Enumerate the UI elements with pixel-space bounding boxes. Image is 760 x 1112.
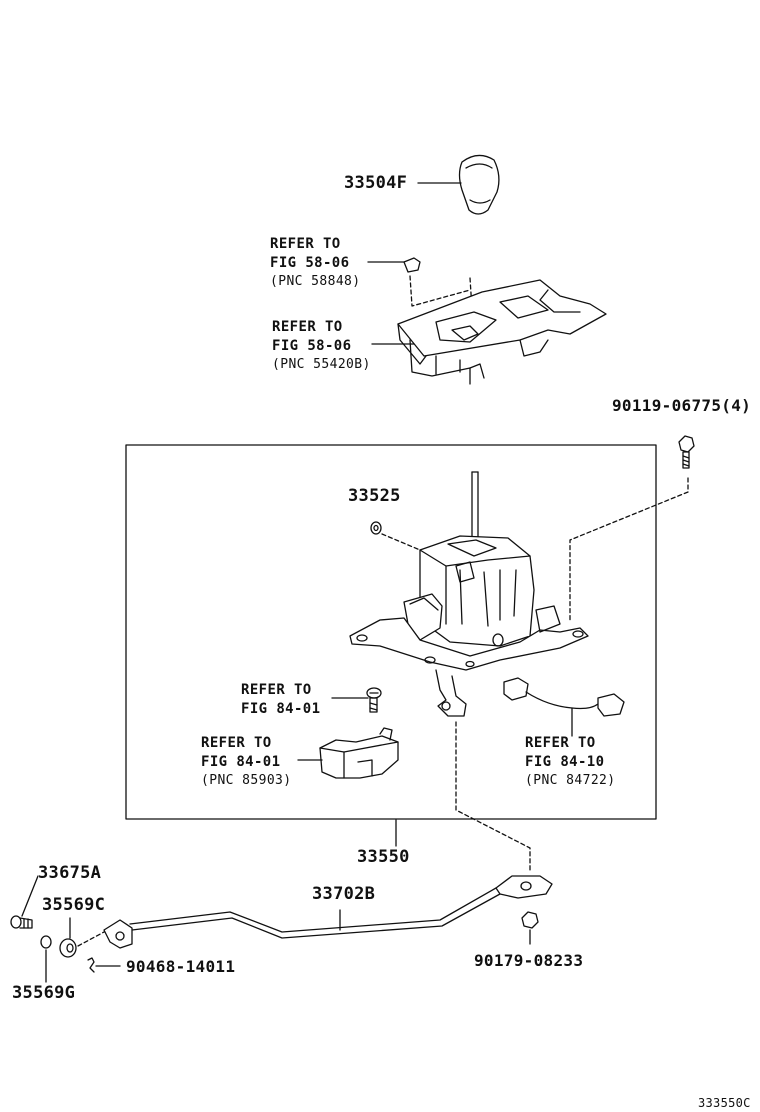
ref-screw-line1: REFER TO xyxy=(241,682,312,698)
ref-ecu-line3: (PNC 85903) xyxy=(201,773,292,788)
part-label-33504f: 33504F xyxy=(344,173,408,193)
ref-wire-line3: (PNC 84722) xyxy=(525,773,616,788)
figure-id: 333550C xyxy=(698,1096,751,1110)
bushing-35569c-drawing xyxy=(59,917,105,958)
ref-ecu-line1: REFER TO xyxy=(201,735,272,751)
bolt-33675a-drawing xyxy=(10,875,39,929)
part-label-33525: 33525 xyxy=(348,486,401,506)
nut-90179-drawing xyxy=(521,911,539,945)
ref-ecu-line2: FIG 84-01 xyxy=(201,754,281,770)
ref-panel-cap-line2: FIG 58-06 xyxy=(270,255,350,271)
assembly-frame xyxy=(125,444,657,820)
ref-wire-line1: REFER TO xyxy=(525,735,596,751)
rod-33702b-drawing xyxy=(103,875,553,949)
part-label-90119: 90119-06775(4) xyxy=(612,396,752,415)
part-label-33550: 33550 xyxy=(357,847,410,867)
pin-90468-drawing xyxy=(87,957,121,973)
ref-screw: REFER TO FIG 84-01 xyxy=(241,683,320,721)
ref-wire: REFER TO FIG 84-10 (PNC 84722) xyxy=(525,736,616,792)
part-label-90468: 90468-14011 xyxy=(126,957,236,976)
part-label-35569c: 35569C xyxy=(42,895,106,915)
shift-lever-drawing xyxy=(349,471,589,873)
ref-console-panel-line2: FIG 58-06 xyxy=(272,338,352,354)
part-label-35569g: 35569G xyxy=(12,983,76,1003)
part-label-90179: 90179-08233 xyxy=(474,951,584,970)
screw-drawing xyxy=(331,687,382,713)
ref-panel-cap-line1: REFER TO xyxy=(270,236,341,252)
wire-harness-drawing xyxy=(503,677,625,737)
ecu-drawing xyxy=(297,727,399,779)
shift-knob-drawing xyxy=(417,154,500,215)
console-panel-drawing xyxy=(371,279,607,385)
part-label-33702b: 33702B xyxy=(312,884,376,904)
bushing-35569g-drawing xyxy=(40,935,52,983)
washer-33525-drawing xyxy=(370,521,421,551)
ref-ecu: REFER TO FIG 84-01 (PNC 85903) xyxy=(201,736,292,792)
ref-screw-line2: FIG 84-01 xyxy=(241,701,321,717)
ref-wire-line2: FIG 84-10 xyxy=(525,754,605,770)
bolt-90119-drawing xyxy=(569,435,695,621)
ref-console-panel: REFER TO FIG 58-06 (PNC 55420B) xyxy=(272,320,371,376)
ref-panel-cap-line3: (PNC 58848) xyxy=(270,274,361,289)
ref-panel-cap: REFER TO FIG 58-06 (PNC 58848) xyxy=(270,237,361,293)
ref-console-panel-line1: REFER TO xyxy=(272,319,343,335)
ref-console-panel-line3: (PNC 55420B) xyxy=(272,357,371,372)
part-label-33675a: 33675A xyxy=(38,863,102,883)
